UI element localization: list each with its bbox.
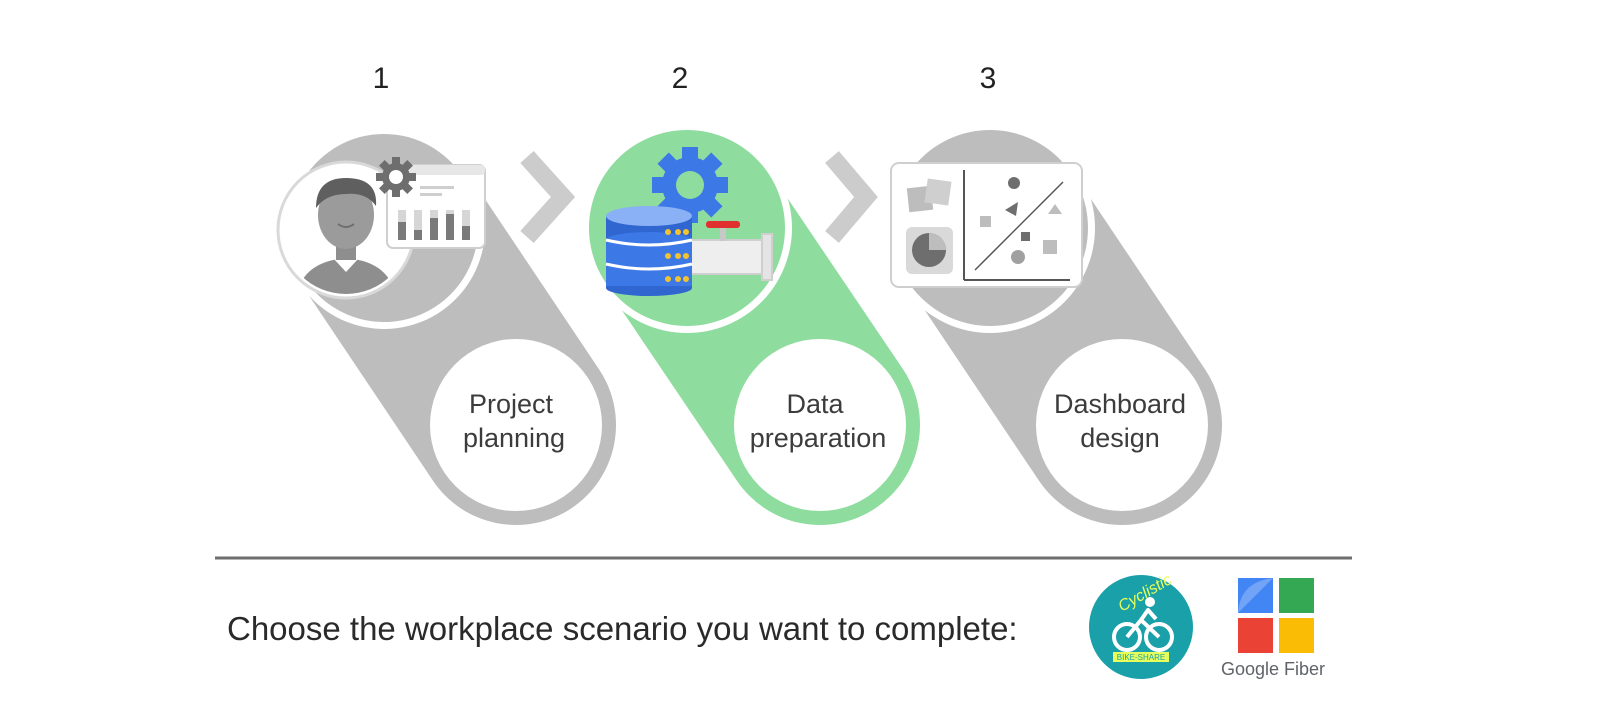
- step-3-label-line2: design: [1080, 423, 1160, 453]
- step-3-label-circle: [1036, 339, 1208, 511]
- step-2[interactable]: 2 Data preparation: [582, 62, 920, 525]
- step-2-label-line2: preparation: [750, 423, 887, 453]
- step-2-label-circle: [734, 339, 906, 511]
- database-gear-pipe-icon: [605, 147, 773, 296]
- step-2-number: 2: [672, 62, 689, 95]
- step-1-label-circle: [430, 339, 602, 511]
- chevron-right-icon: [520, 150, 576, 244]
- step-1-label-line1: Project: [469, 389, 554, 419]
- scenario-prompt: Choose the workplace scenario you want t…: [227, 610, 1018, 647]
- step-3[interactable]: 3 Dashboard design: [885, 62, 1222, 525]
- person-with-dashboard-icon: [276, 157, 486, 300]
- google-fiber-logo[interactable]: Google Fiber: [1221, 578, 1325, 679]
- step-3-number: 3: [980, 62, 997, 95]
- cyclistic-logo-subtext: BIKE-SHARE: [1117, 653, 1165, 662]
- step-1[interactable]: 1 Project planning: [276, 62, 616, 525]
- step-2-label-line1: Data: [786, 389, 844, 419]
- step-1-label-line2: planning: [463, 423, 565, 453]
- scatter-plot-dashboard-icon: [890, 162, 1083, 288]
- step-1-number: 1: [373, 62, 390, 95]
- chevron-right-icon: [825, 151, 878, 243]
- cyclistic-logo[interactable]: Cyclistic BIKE-SHARE: [1089, 571, 1193, 679]
- google-fiber-logo-text: Google Fiber: [1221, 659, 1325, 679]
- step-3-label-line1: Dashboard: [1054, 389, 1186, 419]
